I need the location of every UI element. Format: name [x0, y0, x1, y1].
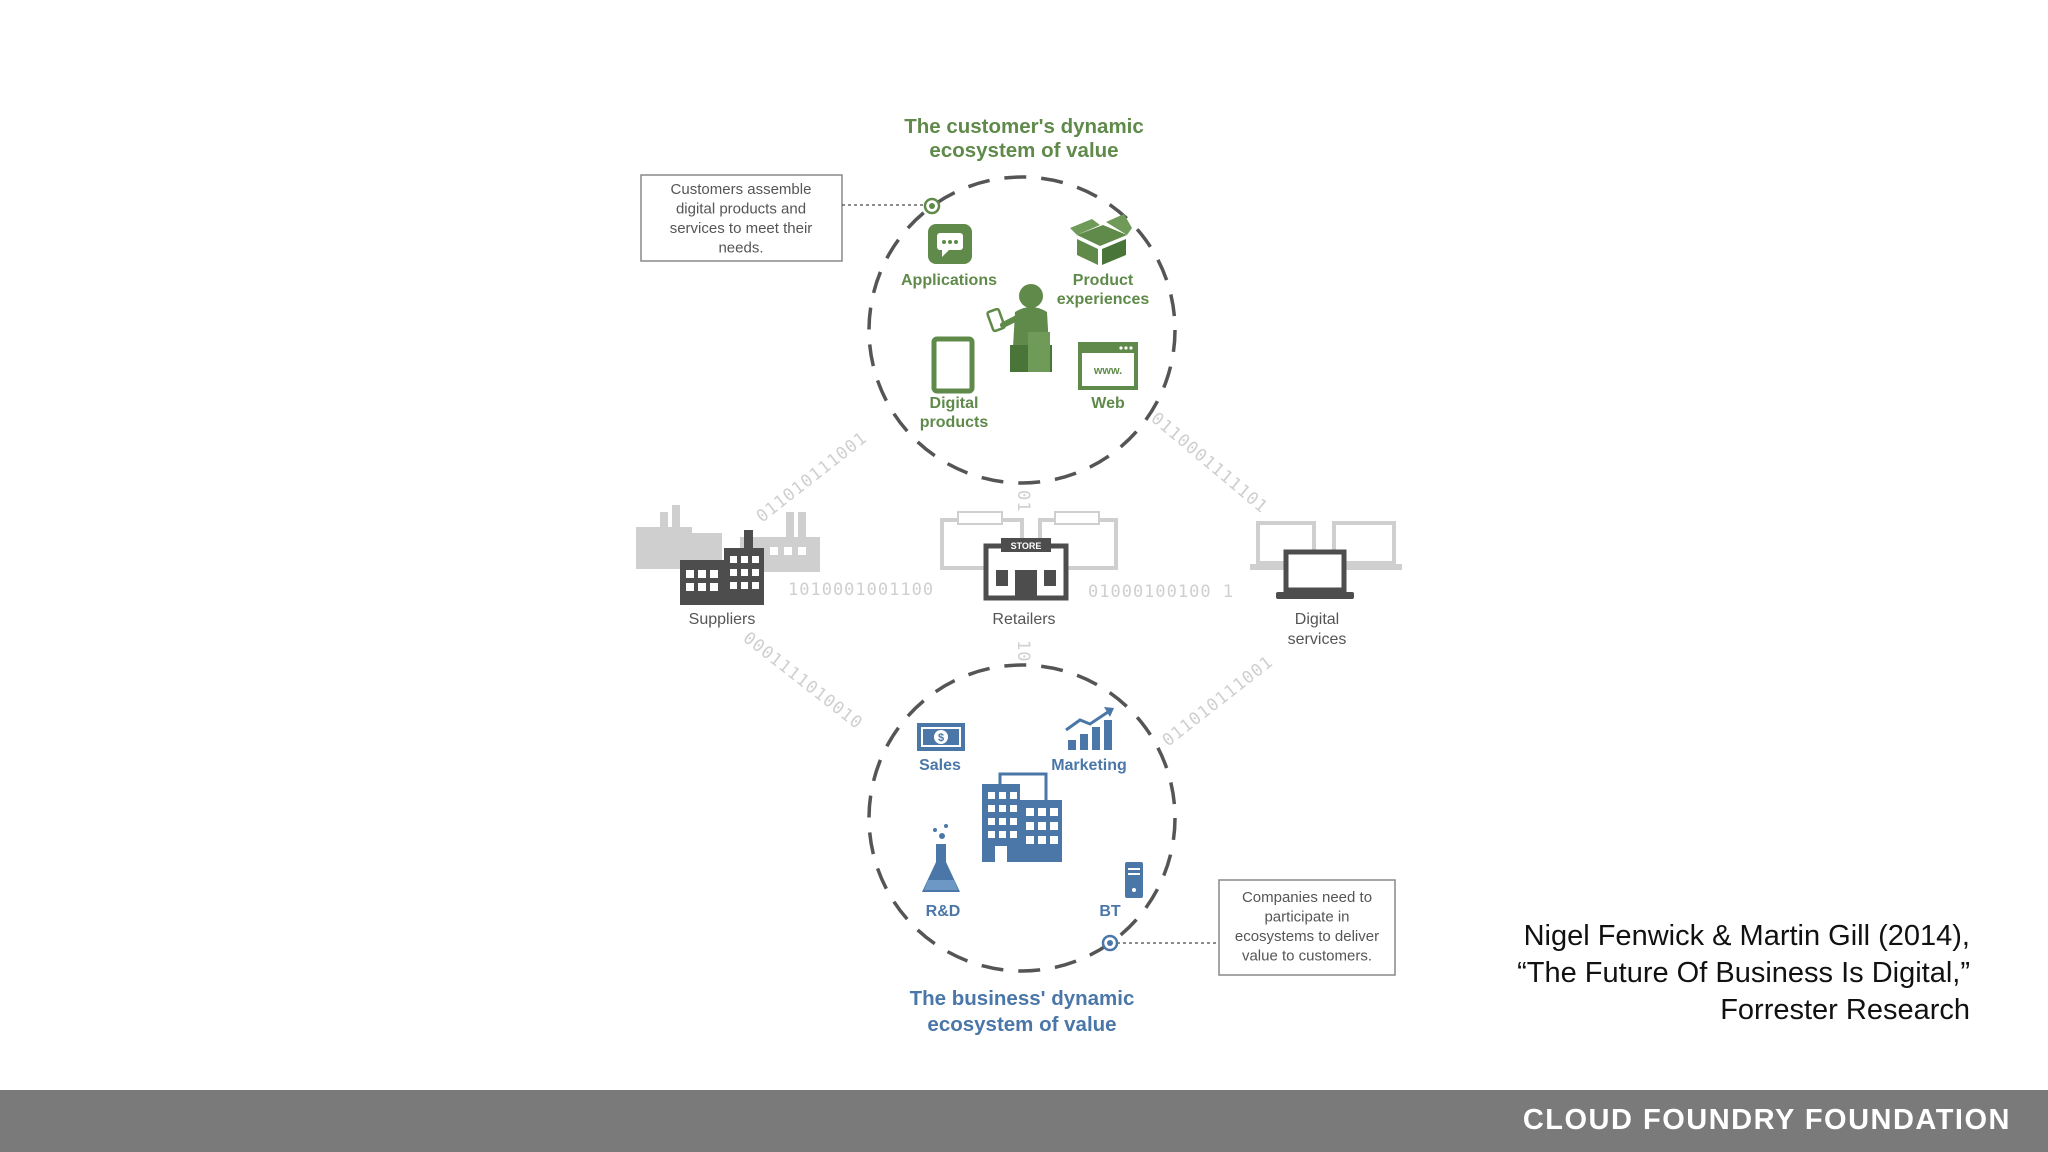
text-line: Suppliers	[689, 611, 756, 628]
binary-lower-right: 011010111001	[1159, 652, 1278, 751]
marketing-label: Marketing	[1051, 757, 1127, 774]
growth-chart-icon	[1065, 707, 1114, 750]
laptop-icon	[1250, 521, 1402, 599]
citation: Nigel Fenwick & Martin Gill (2014), “The…	[1517, 918, 1970, 1029]
digital-products-label: Digital products	[920, 395, 989, 431]
text-line: The customer's dynamic	[904, 115, 1144, 138]
text-line: services to meet their	[670, 220, 813, 237]
chat-bubble-icon	[928, 224, 972, 264]
rnd-label: R&D	[926, 903, 961, 920]
text-line: BT	[1099, 903, 1121, 920]
text-line: experiences	[1057, 291, 1150, 308]
binary-vertical-bottom: 10	[1013, 640, 1033, 662]
citation-publisher: Forrester Research	[1720, 994, 1970, 1026]
footer-bar: CLOUD FOUNDRY FOUNDATION	[0, 1090, 2048, 1152]
text-line: products	[920, 414, 989, 431]
text-line: ecosystem of value	[929, 139, 1118, 162]
binary-upper-left: 011010111001	[753, 428, 872, 527]
customer-note: Customers assemble digital products and se…	[640, 174, 941, 262]
text-line: The business' dynamic	[910, 987, 1135, 1010]
business-note: Companies need to participate in ecosystem…	[1101, 879, 1396, 976]
text-line: Companies need to	[1242, 889, 1372, 906]
applications-label: Applications	[901, 272, 997, 289]
binary-lower-left: 0001111010010	[739, 628, 866, 734]
browser-window-icon: www.	[1078, 342, 1138, 390]
office-building-icon	[982, 772, 1062, 862]
text-line: Product	[1073, 272, 1134, 289]
retailers-label: Retailers	[992, 611, 1055, 628]
binary-upper-right: 0110001111101	[1147, 409, 1272, 518]
sales-label: Sales	[919, 757, 961, 774]
citation-authors: Nigel Fenwick & Martin Gill (2014),	[1523, 920, 1970, 952]
text-line: value to customers.	[1242, 948, 1372, 965]
footer-brand-logo: CLOUD FOUNDRY FOUNDATION	[1522, 1104, 2011, 1136]
text-line: Sales	[919, 757, 961, 774]
citation-title: “The Future Of Business Is Digital,”	[1517, 957, 1970, 989]
digital-services-label: Digital services	[1288, 611, 1347, 648]
open-box-icon	[1070, 214, 1132, 265]
factory-icon	[636, 505, 820, 605]
text-line: services	[1288, 631, 1347, 648]
bt-label: BT	[1099, 903, 1121, 920]
customer-note-text: Customers assemble digital products and se…	[670, 181, 813, 257]
binary-vertical-top: 01	[1013, 490, 1033, 512]
text-line: needs.	[718, 240, 763, 257]
flask-icon	[922, 824, 960, 892]
store-sign-text: STORE	[1011, 541, 1042, 551]
binary-mid-left: 1010001001100	[788, 580, 934, 600]
text-line: Applications	[901, 272, 997, 289]
web-label: Web	[1091, 395, 1125, 412]
text-line: ecosystem of value	[927, 1013, 1116, 1036]
svg-text:$: $	[938, 732, 944, 744]
text-line: Customers assemble	[671, 181, 812, 198]
tablet-icon	[931, 336, 975, 394]
business-note-text: Companies need to participate in ecosystem…	[1235, 889, 1379, 965]
server-icon	[1125, 862, 1143, 898]
text-line: digital products and	[676, 201, 806, 218]
text-line: Web	[1091, 395, 1125, 412]
text-line: Digital	[1295, 611, 1339, 628]
text-line: Retailers	[992, 611, 1055, 628]
text-line: participate in	[1264, 909, 1349, 926]
text-line: R&D	[926, 903, 961, 920]
person-with-phone-icon	[986, 284, 1052, 372]
web-icon-text: www.	[1093, 365, 1122, 377]
business-ecosystem-title: The business' dynamic ecosystem of value	[910, 987, 1135, 1036]
suppliers-label: Suppliers	[689, 611, 756, 628]
cash-icon: $	[917, 723, 965, 751]
business-ecosystem-circle	[867, 663, 1177, 973]
storefront-icon: STORE	[940, 511, 1118, 601]
product-experiences-label: Product experiences	[1057, 272, 1150, 308]
text-line: Marketing	[1051, 757, 1127, 774]
text-line: Digital	[930, 395, 979, 412]
binary-mid-right: 01000100100 1	[1088, 582, 1234, 602]
customer-ecosystem-circle	[867, 175, 1177, 485]
text-line: ecosystems to deliver	[1235, 928, 1379, 945]
